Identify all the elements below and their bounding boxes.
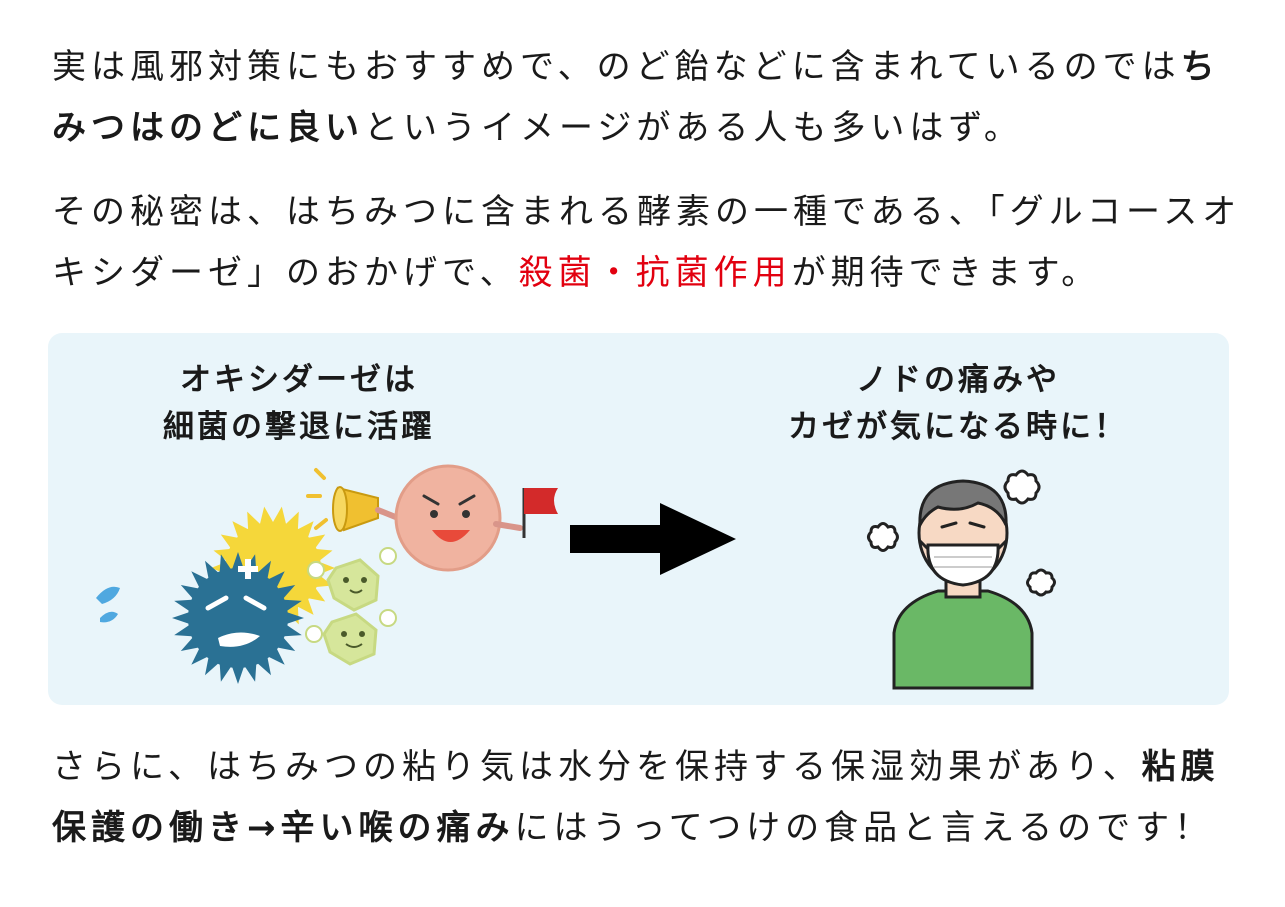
bacteria-enzyme-illustration [96,464,558,684]
closing-text-1: さらに、はちみつの粘り気は水分を保持する保湿効果があり、 [52,747,1142,787]
secret-text-2: が期待できます。 [791,253,1101,293]
green-germ-icon [307,547,397,612]
right-arrow-icon [570,503,736,575]
cough-puff-icon [867,469,1056,597]
right-caption: ノドの痛みや カゼが気になる時に！ [748,357,1168,451]
right-caption-line-2: カゼが気になる時に！ [788,409,1128,445]
green-germ-icon [305,609,397,666]
left-caption-line-2: 細菌の撃退に活躍 [163,409,435,445]
masked-person-illustration [867,469,1056,690]
right-caption-line-1: ノドの痛みや [856,362,1060,398]
closing-text-2: にはうってつけの食品と言えるのです！ [514,808,1214,848]
intro-paragraph: 実は風邪対策にもおすすめで、のど飴などに含まれているのではちみつはのどに良いとい… [52,37,1242,159]
left-caption-line-1: オキシダーゼは [180,362,418,398]
secret-paragraph: その秘密は、はちみつに含まれる酵素の一種である、「グルコースオキシダーゼ」のおか… [52,182,1242,304]
enzyme-character-icon [375,464,523,572]
illustration-panel: オキシダーゼは 細菌の撃退に活躍 ノドの痛みや カゼが気になる時に！ [48,333,1229,705]
intro-text-bold: ちみつはのどに良い [52,47,1220,148]
sweat-drop-icon [96,586,120,623]
closing-paragraph: さらに、はちみつの粘り気は水分を保持する保湿効果があり、粘膜保護の働き→辛い喉の… [52,737,1242,859]
intro-text-2: というイメージがある人も多いはず。 [364,108,1023,148]
secret-text-1: その秘密は、はちみつに含まれる酵素の一種である、「グルコースオキシダーゼ」のおか… [52,192,1242,293]
blue-germ-icon [172,552,304,684]
red-flag-icon [522,488,558,538]
closing-text-bold: 粘膜保護の働き→辛い喉の痛み [52,747,1220,848]
left-caption: オキシダーゼは 細菌の撃退に活躍 [134,357,464,451]
megaphone-icon [306,468,379,532]
intro-text-1: 実は風邪対策にもおすすめで、のど飴などに含まれているのでは [52,47,1181,87]
antibacterial-highlight: 殺菌・抗菌作用 [518,253,792,293]
person-icon [892,479,1034,690]
